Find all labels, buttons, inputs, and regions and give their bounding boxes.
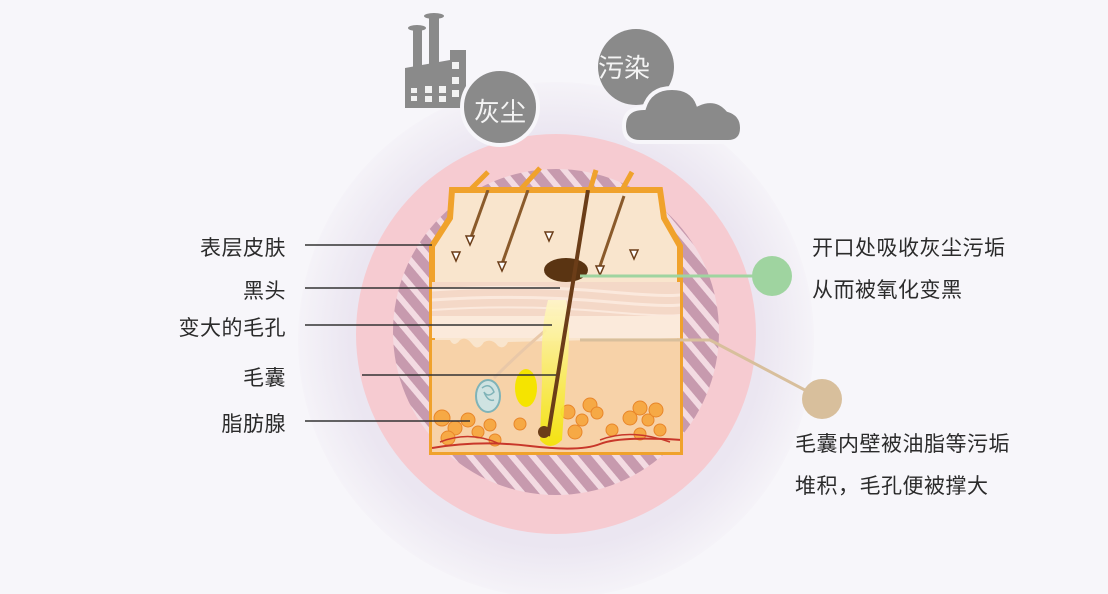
dust-label: 灰尘 — [474, 98, 527, 128]
dust-bubble — [460, 67, 540, 147]
callout-blackhead-line-2: 从而被氧化变黑 — [812, 278, 963, 302]
cloud-icon — [621, 85, 745, 144]
factory-icon — [405, 13, 466, 108]
label-hair-follicle: 毛囊 — [243, 366, 286, 390]
label-blackhead: 黑头 — [243, 279, 286, 303]
callout-pore-line-1: 毛囊内壁被油脂等污垢 — [795, 432, 1010, 456]
pollution-label: 污染 — [598, 54, 651, 84]
callout-pore-line-2: 堆积，毛孔便被撑大 — [795, 474, 989, 498]
left-leader-lines — [305, 244, 560, 422]
callout-pore-connector — [580, 338, 842, 419]
skin-cross-section — [429, 166, 683, 455]
pollution-bubble — [598, 29, 674, 105]
callout-blackhead-line-1: 开口处吸收灰尘污垢 — [812, 236, 1006, 260]
label-sebaceous-gland: 脂肪腺 — [221, 412, 286, 436]
label-surface-skin: 表层皮肤 — [200, 236, 286, 260]
label-enlarged-pore: 变大的毛孔 — [178, 316, 286, 340]
callout-blackhead-connector — [580, 256, 792, 296]
